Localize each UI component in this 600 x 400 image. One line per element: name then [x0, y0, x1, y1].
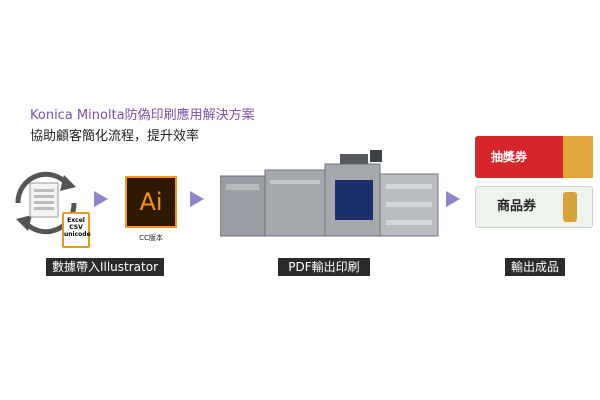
badge-line-unicode: unicode	[64, 231, 91, 238]
illustrator-icon: Ai	[125, 176, 177, 228]
page-subtitle: 協助顧客簡化流程，提升效率	[30, 129, 200, 144]
stage-label-pdf-print: PDF輸出印刷	[278, 258, 370, 276]
production-printer-image	[220, 150, 439, 237]
stage-label-output: 輸出成品	[505, 258, 565, 276]
gift-certificate-label: 商品券	[497, 199, 537, 214]
flow-arrow-icon	[190, 191, 204, 207]
badge-line-excel: Excel	[67, 217, 85, 224]
lottery-ticket-label: 抽獎券	[491, 150, 528, 164]
illustrator-glyph: Ai	[139, 188, 163, 216]
stage-label-data-import: 數據帶入Illustrator	[46, 258, 164, 276]
illustrator-caption: CC版本	[139, 234, 163, 242]
page-title: Konica Minolta防偽印刷應用解決方案	[30, 108, 255, 123]
data-sync-icon	[15, 171, 77, 235]
data-file-badge: Excel CSV unicode	[62, 212, 91, 248]
lottery-ticket-stub	[563, 136, 593, 178]
gift-certificate-foil	[563, 192, 577, 222]
badge-line-csv: CSV	[69, 224, 83, 231]
flow-arrow-icon	[94, 191, 108, 207]
flow-arrow-icon	[446, 191, 460, 207]
